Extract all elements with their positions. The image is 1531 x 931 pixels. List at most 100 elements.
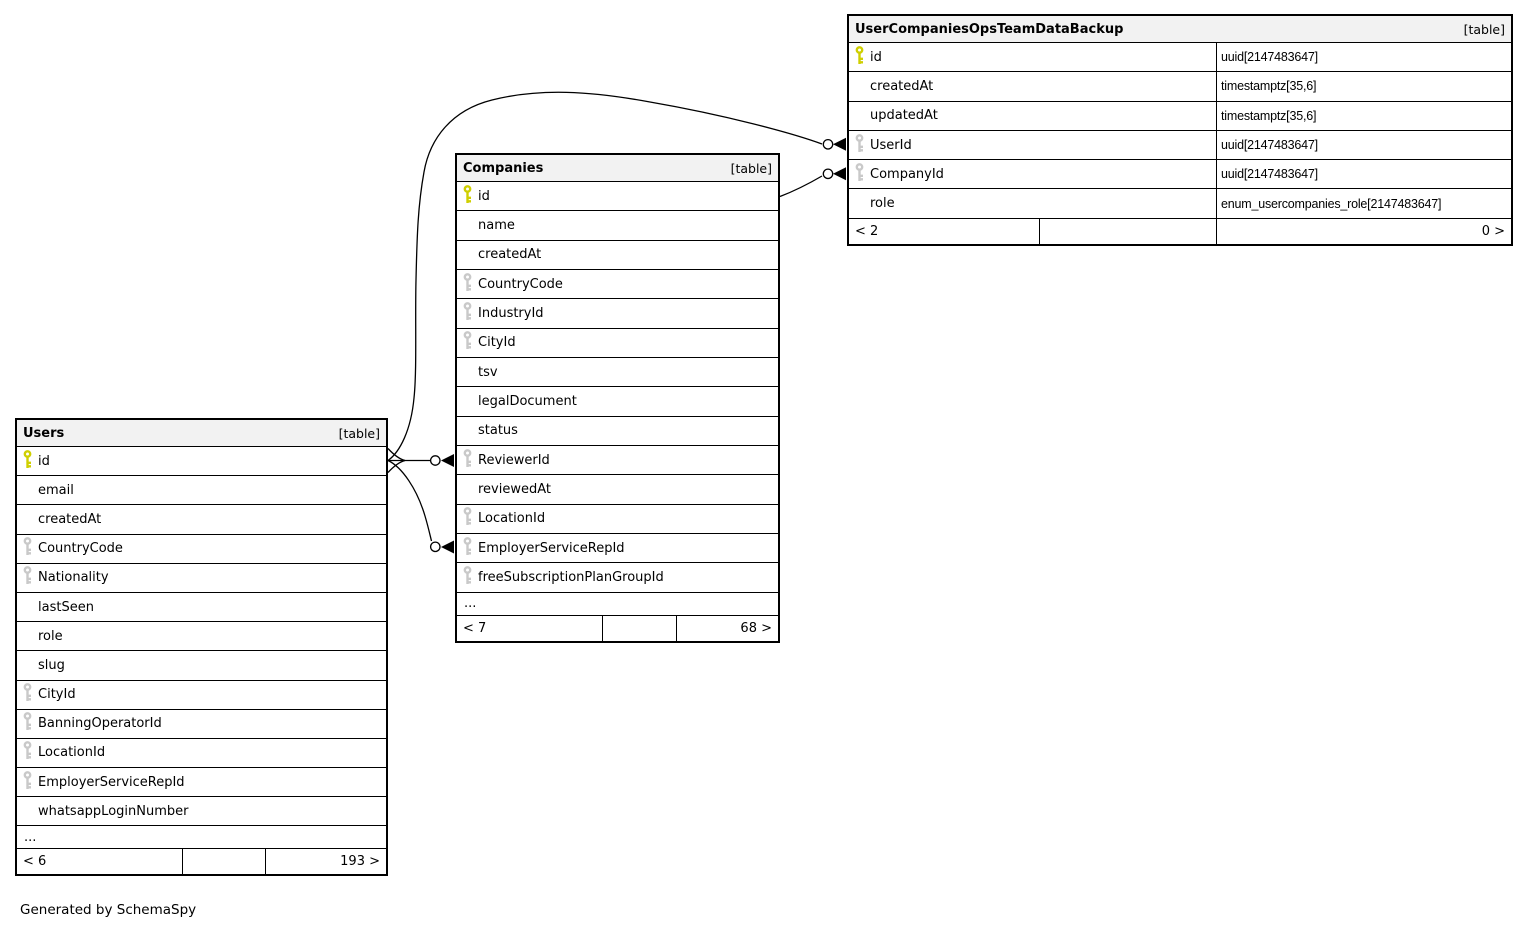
column-name: name (478, 218, 515, 234)
schemaspy-credit: Generated by SchemaSpy (20, 902, 197, 918)
foreign-key-icon (463, 331, 472, 354)
column-row: tsv (457, 358, 778, 388)
column-row: email (17, 476, 386, 506)
key-slot (849, 133, 870, 157)
table-type-badge: [table] (338, 425, 380, 441)
edge-users-id-companies-employerservicerepid (387, 459, 454, 554)
column-name: CountryCode (478, 276, 563, 292)
zero-or-one-dot (429, 455, 441, 466)
column-name: lastSeen (38, 599, 94, 615)
key-slot (849, 162, 870, 186)
footer-child-count: 68 > (676, 615, 778, 641)
table-type-badge: [table] (730, 160, 772, 176)
column-name: createdAt (870, 78, 934, 94)
column-row: IndustryId (457, 299, 778, 329)
column-name: createdAt (38, 511, 102, 527)
zero-or-one-dot (822, 168, 834, 180)
table-header[interactable]: UserCompaniesOpsTeamDataBackup[table] (849, 16, 1511, 43)
column-row: id (17, 447, 386, 477)
column-row: Nationality (17, 563, 386, 593)
column-row: LocationId (17, 738, 386, 769)
column-name: role (38, 628, 63, 644)
column-row: LocationId (457, 504, 778, 535)
column-row: EmployerServiceRepId (457, 534, 778, 564)
key-slot (17, 741, 38, 764)
column-row: CountryCode (457, 270, 778, 300)
zero-or-one-dot (822, 138, 834, 150)
key-slot (17, 770, 38, 794)
table-title[interactable]: Companies (463, 160, 544, 176)
column-name: LocationId (478, 511, 546, 527)
foreign-key-icon (23, 770, 32, 794)
foreign-key-icon (463, 448, 472, 472)
key-slot (17, 683, 38, 706)
column-name: legalDocument (478, 394, 577, 410)
arrowhead (441, 454, 454, 467)
table-header[interactable]: Users [table] (17, 420, 386, 447)
key-slot (457, 536, 478, 560)
column-name: CityId (478, 335, 516, 351)
edge-fan-users-id (387, 448, 406, 473)
foreign-key-icon (23, 566, 32, 589)
key-slot (457, 184, 478, 208)
column-name: email (38, 482, 74, 498)
arrowhead (833, 137, 846, 151)
foreign-key-icon (463, 566, 472, 589)
key-slot (17, 566, 38, 589)
column-row: id (457, 182, 778, 212)
column-name: tsv (478, 364, 498, 380)
column-row: createdAt (17, 505, 386, 535)
footer-spacer-cell (182, 849, 265, 875)
foreign-key-icon (23, 683, 32, 706)
column-name: status (478, 423, 518, 439)
column-name: CompanyId (870, 166, 944, 182)
column-row: ReviewerId (457, 446, 778, 476)
edge-users-id-companies-reviewerid (388, 454, 454, 467)
column-name: UserId (870, 137, 912, 153)
column-name: CountryCode (38, 541, 123, 557)
foreign-key-icon (23, 741, 32, 764)
footer-child-count: 0 > (1216, 218, 1511, 244)
column-name: id (478, 188, 490, 204)
footer-spacer-cell (602, 615, 676, 641)
key-slot (17, 712, 38, 735)
key-slot (457, 302, 478, 325)
column-row: status (457, 416, 778, 447)
key-slot (17, 537, 38, 560)
column-name: id (870, 49, 882, 65)
column-name: EmployerServiceRepId (38, 774, 185, 790)
foreign-key-icon (23, 712, 32, 735)
zero-or-one-dot (429, 541, 441, 553)
key-slot (457, 272, 478, 296)
arrowhead (441, 540, 454, 554)
column-name: BanningOperatorId (38, 716, 162, 732)
column-type: timestamptz[35,6] (1216, 100, 1511, 131)
arrowhead (833, 167, 846, 181)
column-row: reviewedAt (457, 475, 778, 505)
key-slot (17, 449, 38, 473)
column-name: createdAt (478, 247, 542, 263)
column-name: Nationality (38, 570, 109, 586)
key-slot (457, 566, 478, 589)
table-title[interactable]: UserCompaniesOpsTeamDataBackup (855, 21, 1124, 37)
column-name: CityId (38, 687, 76, 703)
column-row: name (457, 211, 778, 241)
column-name: reviewedAt (478, 482, 552, 498)
table-header[interactable]: Companies [table] (457, 155, 778, 182)
primary-key-icon (855, 45, 864, 69)
column-type: enum_usercompanies_role[2147483647] (1216, 188, 1511, 219)
column-row: whatsappLoginNumber (17, 797, 386, 827)
key-slot (457, 331, 478, 354)
table-title[interactable]: Users (23, 425, 65, 441)
column-name: LocationId (38, 745, 106, 761)
